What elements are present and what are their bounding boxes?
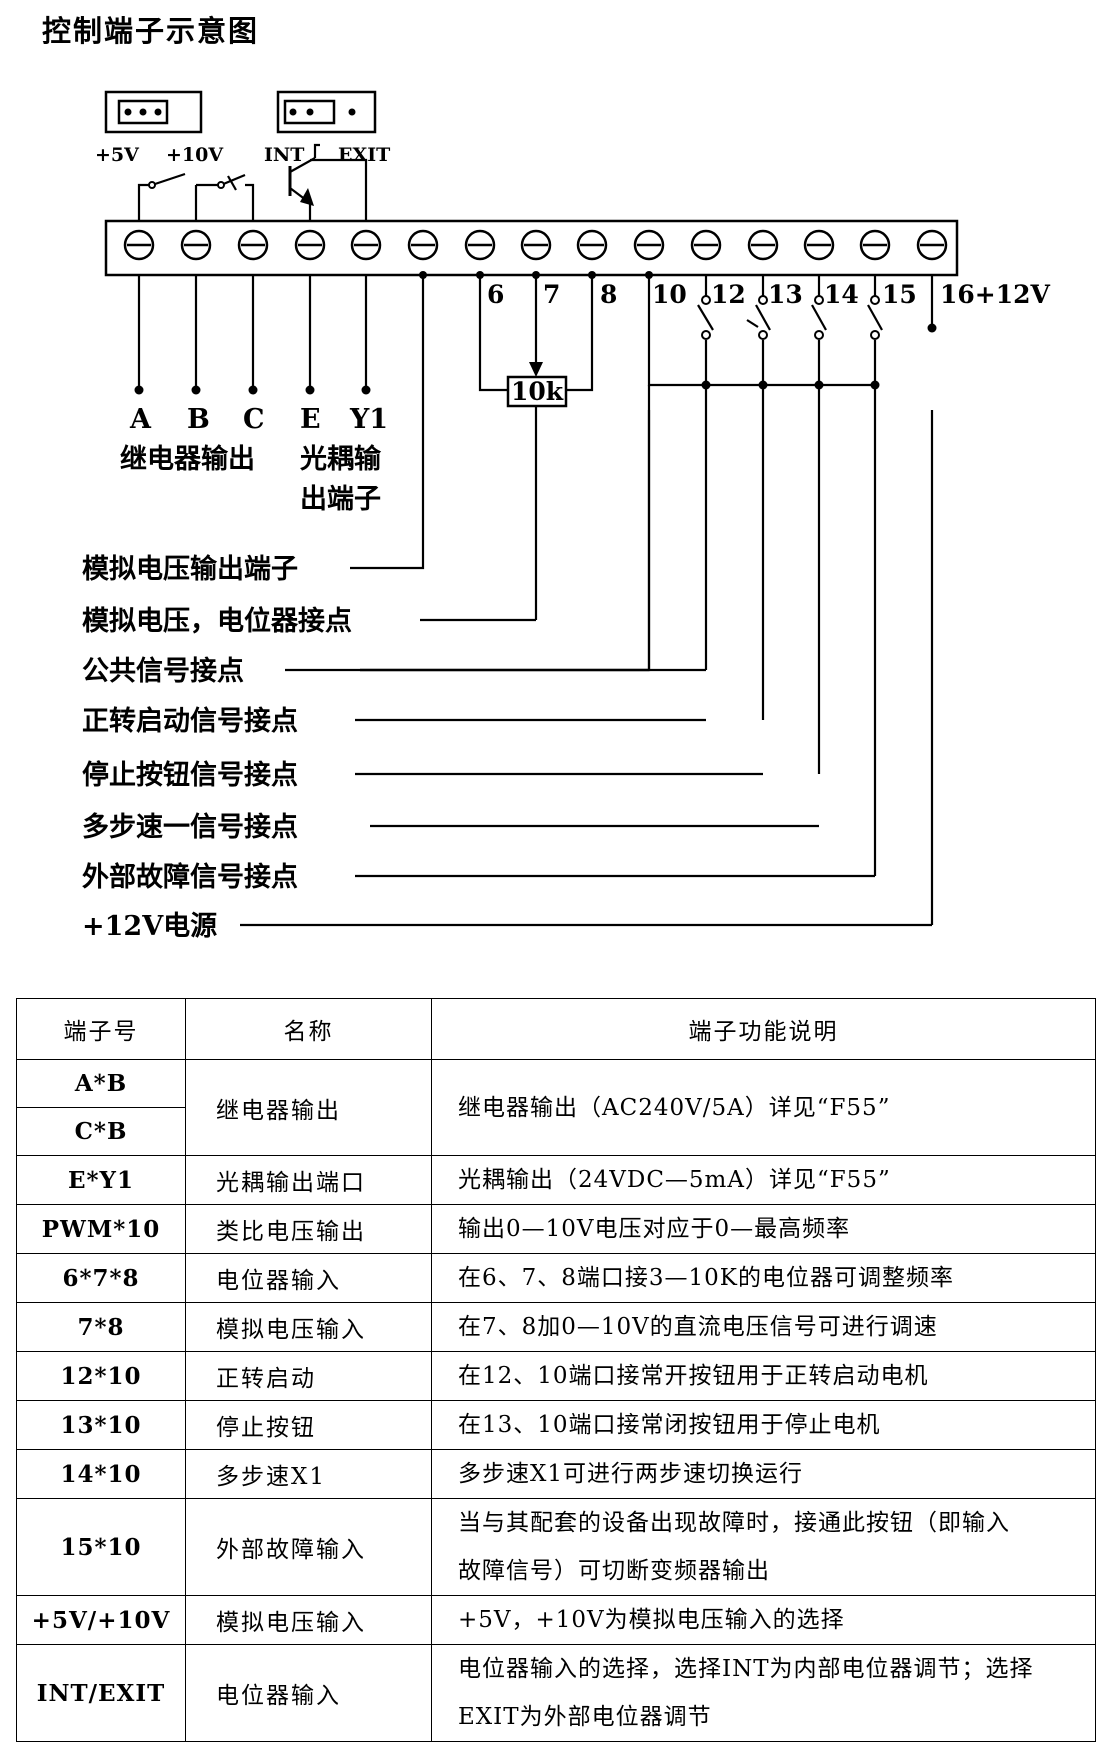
relay-caption: 继电器输出 xyxy=(120,443,255,475)
relay-letter-c: C xyxy=(243,404,265,435)
opto-caption-line1: 光耦输 xyxy=(299,443,382,475)
description-cell: 输出0—10V电压对应于0—最高频率 xyxy=(431,1204,1096,1254)
name-cell: 停止按钮 xyxy=(185,1400,432,1450)
description-cell: 多步速X1可进行两步速切换运行 xyxy=(431,1449,1096,1499)
jumper-int-exit xyxy=(276,90,377,134)
page-title: 控制端子示意图 xyxy=(42,14,260,48)
jumper-label-exit: EXIT xyxy=(338,144,390,166)
terminal-cell: 6*7*8 xyxy=(16,1253,186,1303)
jumper-5v-10v xyxy=(104,90,203,134)
callout-analog-pot: 模拟电压，电位器接点 xyxy=(82,605,352,637)
description-line-2: EXIT为外部电位器调节 xyxy=(458,1704,712,1730)
terminal-cell: 14*10 xyxy=(16,1449,186,1499)
terminal-spec-table: 端子号 名称 端子功能说明 A*B 继电器输出 继电器输出（AC240V/5A）… xyxy=(16,998,1096,1742)
callout-common: 公共信号接点 xyxy=(82,656,244,687)
terminal-number-12: 12 xyxy=(711,280,746,309)
terminal-number-7: 7 xyxy=(543,280,560,309)
jumper-label-5v: +5V xyxy=(95,144,140,166)
terminal-cell: +5V/+10V xyxy=(16,1595,186,1645)
name-cell: 模拟电压输入 xyxy=(185,1595,432,1645)
terminal-cell: E*Y1 xyxy=(16,1155,186,1205)
description-cell: 在12、10端口接常开按钮用于正转启动电机 xyxy=(431,1351,1096,1401)
terminal-number-13: 13 xyxy=(768,280,803,309)
terminal-number-15: 15 xyxy=(882,280,917,309)
terminal-cell: 12*10 xyxy=(16,1351,186,1401)
name-cell: 多步速X1 xyxy=(185,1449,432,1499)
description-cell: 继电器输出（AC240V/5A）详见“F55” xyxy=(431,1059,1096,1156)
opto-caption-line2: 出端子 xyxy=(300,484,381,515)
name-cell: 模拟电压输入 xyxy=(185,1302,432,1352)
callout-multispeed: 多步速一信号接点 xyxy=(82,812,298,843)
relay-letter-b: B xyxy=(187,404,210,435)
callout-stop: 停止按钮信号接点 xyxy=(82,759,298,791)
terminal-block xyxy=(104,219,959,277)
callout-12v: +12V电源 xyxy=(82,911,217,942)
terminal-cell: A*B xyxy=(16,1059,186,1108)
opto-letter-y1: Y1 xyxy=(349,404,388,435)
terminal-cell: 13*10 xyxy=(16,1400,186,1450)
name-cell: 继电器输出 xyxy=(185,1059,432,1156)
name-cell: 正转启动 xyxy=(185,1351,432,1401)
terminal-number-16: 16+12V xyxy=(940,280,1051,309)
terminal-number-14: 14 xyxy=(824,280,859,309)
header-name: 名称 xyxy=(185,998,432,1060)
terminal-cell: INT/EXIT xyxy=(16,1644,186,1742)
description-line-2: 故障信号）可切断变频器输出 xyxy=(458,1558,770,1584)
relay-letter-a: A xyxy=(129,404,152,435)
header-terminal: 端子号 xyxy=(16,998,186,1060)
name-cell: 光耦输出端口 xyxy=(185,1155,432,1205)
description-cell: 在13、10端口接常闭按钮用于停止电机 xyxy=(431,1400,1096,1450)
terminal-cell: C*B xyxy=(16,1107,186,1156)
name-cell: 外部故障输入 xyxy=(185,1498,432,1596)
callout-forward-start: 正转启动信号接点 xyxy=(82,706,298,737)
jumper-label-int: INT xyxy=(264,144,304,166)
terminal-cell: PWM*10 xyxy=(16,1204,186,1254)
terminal-number-6: 6 xyxy=(487,280,504,309)
name-cell: 类比电压输出 xyxy=(185,1204,432,1254)
terminal-number-8: 8 xyxy=(600,280,617,309)
description-cell: 当与其配套的设备出现故障时，接通此按钮（即输入故障信号）可切断变频器输出 xyxy=(431,1498,1096,1596)
callout-analog-output: 模拟电压输出端子 xyxy=(82,553,298,585)
description-cell: 电位器输入的选择，选择INT为内部电位器调节；选择 EXIT为外部电位器调节 xyxy=(431,1644,1096,1742)
description-cell: 在6、7、8端口接3—10K的电位器可调整频率 xyxy=(431,1253,1096,1303)
name-cell: 电位器输入 xyxy=(185,1644,432,1742)
description-cell: 光耦输出（24VDC—5mA）详见“F55” xyxy=(431,1155,1096,1205)
header-description: 端子功能说明 xyxy=(431,998,1096,1060)
name-cell: 电位器输入 xyxy=(185,1253,432,1303)
terminal-cell: 7*8 xyxy=(16,1302,186,1352)
terminal-number-10: 10 xyxy=(652,280,687,309)
opto-letter-e: E xyxy=(300,404,321,435)
description-cell: 在7、8加0—10V的直流电压信号可进行调速 xyxy=(431,1302,1096,1352)
description-cell: +5V，+10V为模拟电压输入的选择 xyxy=(431,1595,1096,1645)
potentiometer-label: 10k xyxy=(511,377,564,406)
terminal-cell: 15*10 xyxy=(16,1498,186,1596)
terminal-diagram: +5V +10V INT EXIT 6 7 8 10 12 13 14 15 1… xyxy=(82,90,1051,942)
callout-external-fault: 外部故障信号接点 xyxy=(82,861,298,893)
description-line-1: 电位器输入的选择，选择INT为内部电位器调节；选择 xyxy=(458,1656,1034,1682)
description-line-1: 当与其配套的设备出现故障时，接通此按钮（即输入 xyxy=(458,1510,1010,1536)
jumper-label-10v: +10V xyxy=(166,144,224,166)
